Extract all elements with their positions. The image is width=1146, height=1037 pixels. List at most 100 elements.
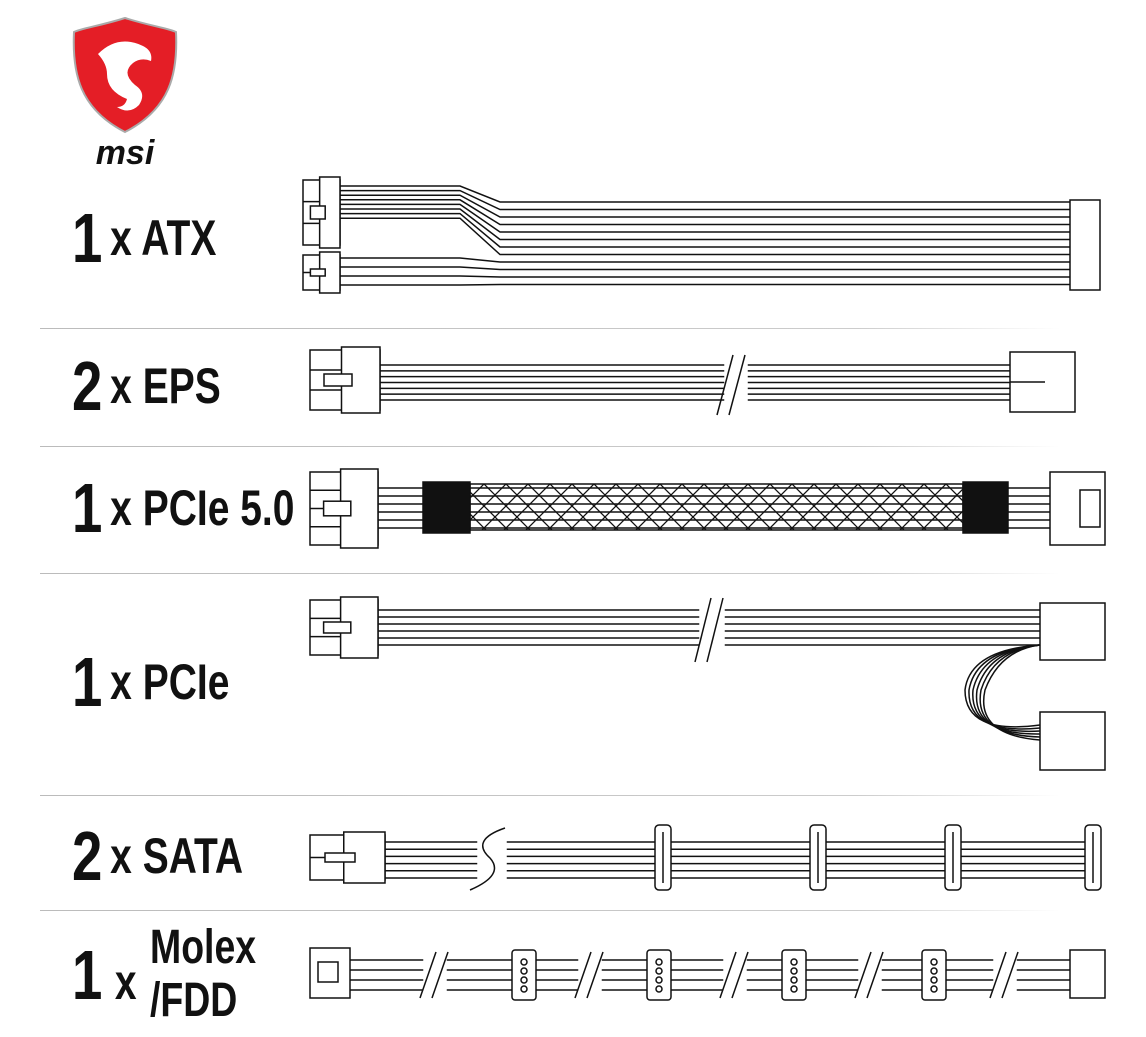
pcie5-sense-pins [1079,489,1101,528]
cable-break-mark [419,951,437,999]
cable-count: 1 [72,199,103,277]
divider [40,910,1060,911]
molex-pin [790,967,798,975]
cable-name: x ATX [110,210,217,266]
molex-connector [921,949,947,1001]
molex-pin [520,958,528,966]
molex-latch [317,961,339,983]
pcie-connector-gpu-2 [1039,711,1106,771]
cable-name: x PCIe [110,654,230,710]
atx-connector-4pin-latch [309,268,326,277]
cable-count: 1 [72,936,103,1014]
break-gap [477,829,507,886]
molex-pin [790,958,798,966]
eps-connector-psu-latch [323,373,353,387]
atx-wire [340,217,1070,256]
molex-pin [520,976,528,984]
cable-break-mark [586,951,604,999]
cable-count: 2 [72,817,103,895]
pcie-daisy-wire [964,644,1041,728]
cable-break-mark [719,951,737,999]
cable-name: x SATA [110,828,244,884]
cable-break-mark [866,951,884,999]
pcie-daisy-wire [975,644,1041,735]
cable-break-mark [854,951,872,999]
atx-wire [340,275,1070,278]
molex-pin [930,976,938,984]
atx-wire [340,266,1070,271]
cable-name-line1: Molex [150,921,257,974]
atx-connector-motherboard [1069,199,1101,291]
molex-pin [790,985,798,993]
atx-wire [340,283,1070,286]
sata-connector-psu-latch [324,852,356,863]
divider [40,446,1060,447]
cable-break-mark [1001,951,1019,999]
atx-wire [340,257,1070,263]
molex-connector [781,949,807,1001]
pcie-connector-psu-latch [322,621,352,634]
break-gap [699,599,725,661]
pcie-daisy-wire [968,644,1041,730]
pcie-daisy-wire [972,644,1041,733]
cable-break-mark [989,951,1007,999]
cable-break-mark [706,597,724,663]
molex-pin [930,985,938,993]
cable-break-mark [694,597,712,663]
break-gap [578,951,602,999]
atx-wire [340,185,1070,203]
atx-wire [340,194,1070,218]
pcie-connector-gpu-1 [1039,602,1106,661]
molex-pin [790,976,798,984]
molex-pin [655,985,663,993]
atx-wire [340,203,1070,233]
pcie5-shrink-sleeve-left [422,481,471,534]
atx-wire [340,212,1070,248]
pcie-daisy-wire [983,644,1041,741]
divider [40,328,1060,329]
cable-break-mark [716,354,734,416]
cable-count: 1 [72,469,103,547]
divider [40,573,1060,574]
break-gap [423,951,447,999]
pcie5-connector-psu-latch [322,500,352,517]
msi-logo: msi [72,16,178,172]
atx-wire [340,189,1070,211]
cable-break-mark [728,354,746,416]
cable-break-mark [431,951,449,999]
cable-count: 2 [72,347,103,425]
molex-pin [655,958,663,966]
break-gap [724,354,748,411]
atx-wire [340,208,1070,241]
atx-wire [340,199,1070,226]
break-gap [858,951,882,999]
cable-x: x [114,954,137,1010]
cable-name-line2: /FDD [150,974,238,1027]
cable-break-mark [574,951,592,999]
molex-connector [511,949,537,1001]
molex-pin [930,958,938,966]
atx-connector-24pin-main-latch [309,205,326,220]
cable-count: 1 [72,643,103,721]
cable-name: x PCIe 5.0 [110,480,295,536]
molex-pin [655,976,663,984]
break-gap [993,951,1017,999]
break-gap [723,951,747,999]
msi-wordmark: msi [96,134,156,172]
divider [40,795,1060,796]
cable-break-mark [469,827,506,891]
cable-name: x EPS [110,358,221,414]
pcie5-shrink-sleeve-right [962,481,1009,534]
pcie5-braided-sleeve [469,483,964,531]
molex-pin [930,967,938,975]
fdd-connector [1069,949,1106,999]
molex-connector [646,949,672,1001]
cable-break-mark [731,951,749,999]
molex-pin [655,967,663,975]
